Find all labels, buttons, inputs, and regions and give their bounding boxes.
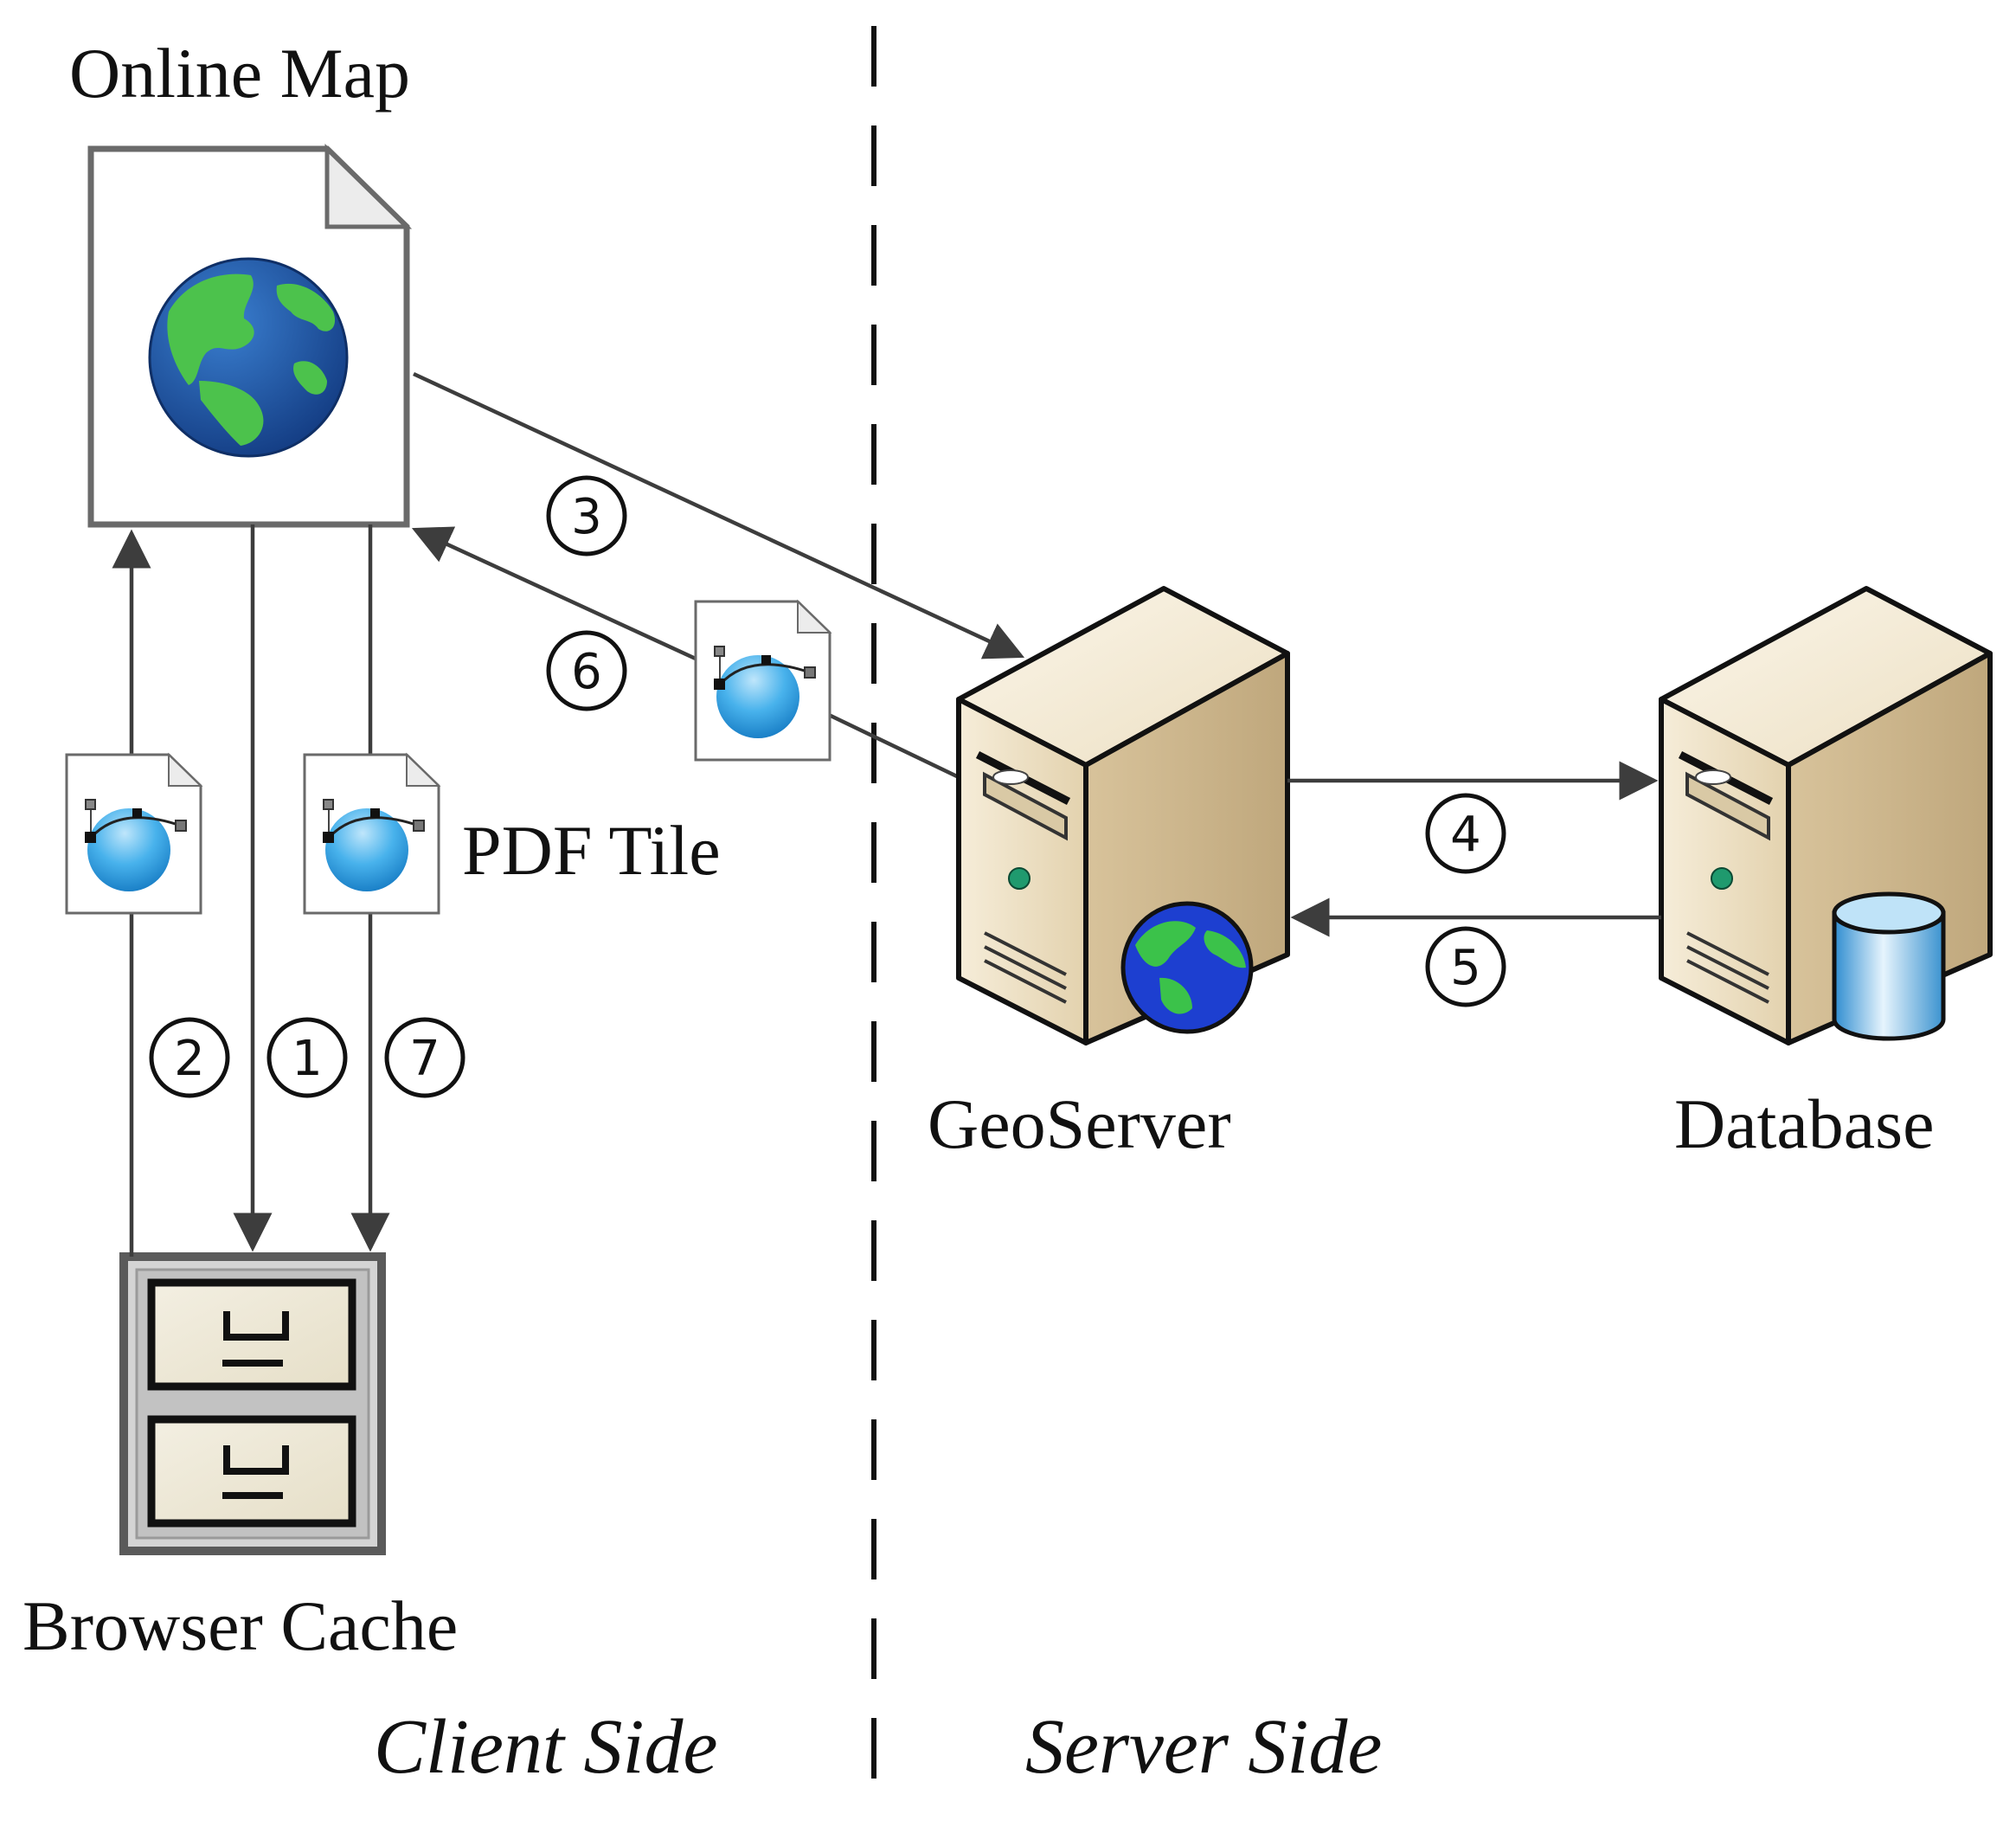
step-marker-7: 7 — [384, 1017, 465, 1098]
server-globe-icon — [956, 586, 1290, 1045]
online-map-node[interactable] — [87, 144, 413, 528]
svg-text:2: 2 — [174, 1031, 205, 1087]
svg-text:4: 4 — [1450, 807, 1481, 863]
tile-icon-step-2 — [65, 752, 203, 915]
svg-text:1: 1 — [292, 1031, 323, 1087]
step-marker-2: 2 — [149, 1017, 230, 1098]
online-map-label: Online Map — [69, 34, 410, 113]
tile-icon-step-6 — [694, 599, 832, 762]
step-marker-6: 6 — [546, 630, 627, 711]
geoserver-label: GeoServer — [928, 1084, 1231, 1163]
server-database-icon — [1659, 586, 1993, 1045]
svg-text:6: 6 — [571, 644, 602, 700]
browser-cache-node[interactable] — [119, 1252, 386, 1555]
step-marker-3: 3 — [546, 475, 627, 556]
step-marker-1: 1 — [266, 1017, 348, 1098]
step-marker-5: 5 — [1425, 926, 1506, 1007]
database-node[interactable] — [1659, 586, 1993, 1045]
step-marker-4: 4 — [1425, 793, 1506, 874]
tile-icon-step-7 — [303, 752, 441, 915]
svg-text:5: 5 — [1450, 940, 1481, 996]
svg-text:3: 3 — [571, 489, 602, 545]
connector-step-3 — [413, 371, 1025, 659]
filing-cabinet-icon — [119, 1252, 386, 1555]
client-side-label: Client Side — [374, 1704, 717, 1790]
geoserver-node[interactable] — [956, 586, 1290, 1045]
browser-cache-label: Browser Cache — [22, 1586, 458, 1665]
connector-step-6-lower — [828, 712, 960, 780]
svg-text:7: 7 — [409, 1031, 440, 1087]
pdf-tile-label: PDF Tile — [462, 811, 721, 890]
connector-step-6-upper — [411, 526, 698, 662]
server-side-label: Server Side — [1025, 1704, 1382, 1790]
globe-icon — [148, 257, 349, 458]
database-label: Database — [1674, 1084, 1935, 1163]
